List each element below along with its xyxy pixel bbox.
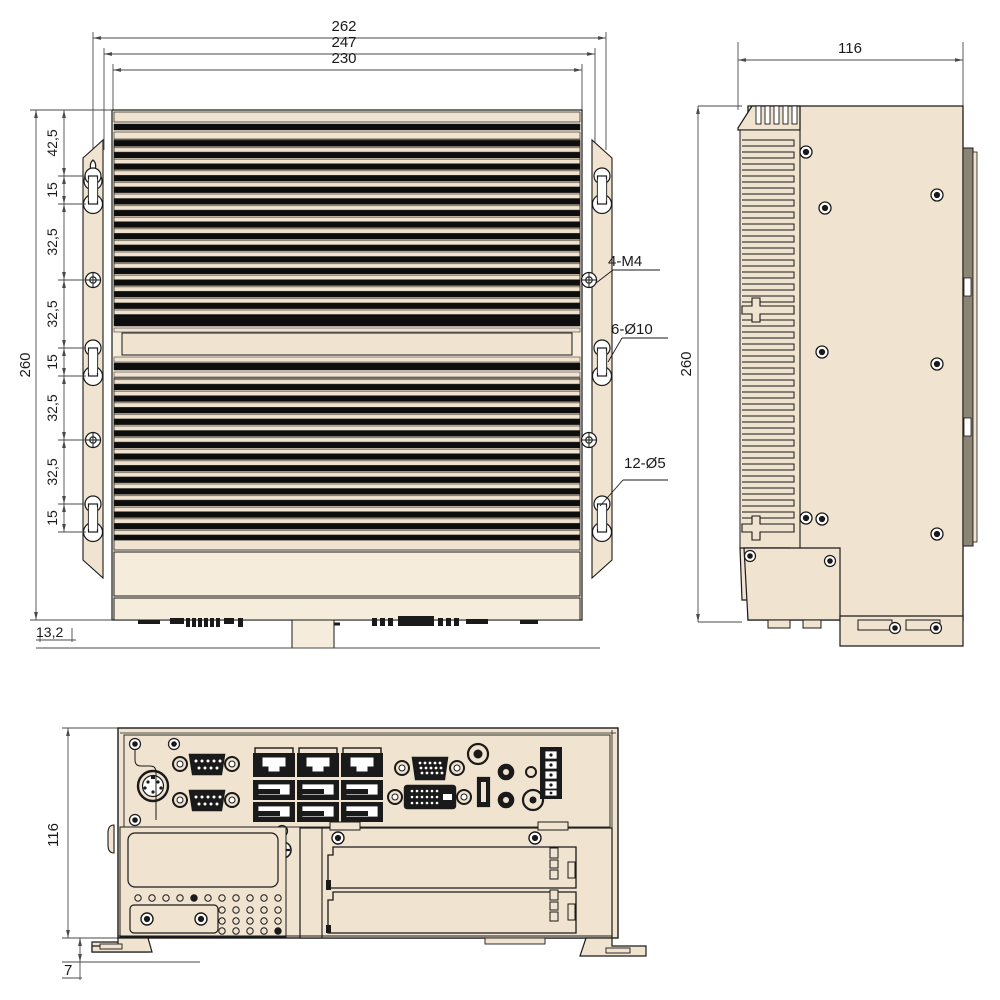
dim-label-116-front: 116 (45, 823, 62, 847)
front-vent-perforations (134, 894, 282, 935)
front-mount-strip (129, 904, 219, 934)
side-heatsink-column (739, 129, 801, 551)
side-screw-a (799, 145, 813, 159)
top-view: 262 247 230 (17, 18, 668, 649)
front-screw-ml (128, 813, 142, 827)
callout-label-4-m4: 4-M4 (608, 253, 642, 270)
dim-label-15-c: 15 (44, 510, 60, 526)
audio-jack-b (525, 766, 537, 778)
hdmi-icon (476, 776, 491, 808)
front-screw-tr (167, 737, 181, 751)
front-slot-screws (331, 831, 542, 845)
dim-label-15-a: 15 (44, 182, 60, 198)
front-bottom-center-tab (484, 937, 546, 945)
front-foot-right-pad (605, 947, 631, 954)
front-view: 116 7 (45, 727, 647, 980)
side-heatsink-fin-profiles (742, 139, 795, 519)
audio-jack-c (497, 791, 515, 809)
dim-label-32-5-a: 32,5 (44, 228, 60, 255)
dim-label-15-b: 15 (44, 354, 60, 370)
side-screw-g (815, 512, 829, 526)
side-screw-holes (799, 145, 944, 541)
side-key-fin-lower (741, 515, 795, 541)
side-screw-e (930, 357, 944, 371)
ps2-icon (136, 769, 170, 803)
callout-label-12-d5: 12-Ø5 (624, 455, 666, 472)
front-screw-tl (128, 737, 142, 751)
callout-label-6-d10: 6-Ø10 (611, 321, 653, 338)
heatsink-fins-lower (114, 378, 580, 540)
front-left-bracket-outline (134, 744, 157, 820)
top-view-bottom-connectors (138, 616, 538, 627)
dvi-icon (387, 784, 472, 810)
side-foot-screws (888, 621, 943, 635)
side-view: 116 260 (678, 40, 978, 647)
terminal-block-icon (540, 747, 562, 799)
front-slot-2 (327, 891, 577, 934)
audio-jack-icon (466, 742, 545, 812)
dim-label-13-2: 13,2 (36, 624, 63, 640)
vga-icon (394, 756, 465, 781)
side-screw-d (815, 345, 829, 359)
side-right-rail (962, 147, 978, 547)
side-view-width-dimension (737, 42, 964, 110)
dim-label-262: 262 (331, 18, 356, 35)
db9-icon (172, 753, 240, 812)
top-view-callouts (595, 269, 668, 507)
front-slot-edge-clips (326, 880, 331, 933)
front-view-foot-dimension (62, 937, 200, 980)
dim-label-260: 260 (17, 352, 34, 377)
front-cage-top-notches (329, 821, 569, 831)
side-screw-h (930, 527, 944, 541)
top-lip-bands (113, 111, 581, 140)
dim-label-32-5-c: 32,5 (44, 394, 60, 421)
side-view-height-dimension (696, 105, 742, 623)
keyhole-waist-cleanup (88, 179, 607, 529)
dim-13-2-geometry (36, 619, 600, 649)
dim-label-7: 7 (64, 962, 72, 979)
screw-cross-marks (86, 273, 596, 447)
side-bottom-module-screws (743, 549, 837, 568)
dim-label-42-5: 42,5 (44, 129, 60, 156)
dim-label-230: 230 (331, 50, 356, 67)
side-bottom-connector-stubs (767, 619, 822, 629)
front-service-panel-inner (127, 832, 279, 888)
dim-label-260-side: 260 (678, 351, 695, 376)
side-screw-b (818, 201, 832, 215)
front-slot-1 (327, 846, 577, 889)
center-vent-band (113, 317, 581, 378)
dim-label-32-5-d: 32,5 (44, 458, 60, 485)
top-view-center-boss (291, 619, 335, 649)
dim-label-116-side: 116 (838, 40, 862, 57)
side-top-comb-teeth (755, 105, 798, 125)
front-slot-side-tabs (567, 861, 576, 921)
top-lower-skirt (113, 539, 581, 621)
side-key-fin (741, 297, 795, 323)
front-slot-latches (549, 847, 559, 922)
front-left-side-tab (107, 824, 115, 854)
front-foot-left-pad (99, 943, 123, 950)
dim-label-32-5-b: 32,5 (44, 300, 60, 327)
audio-jack-top (466, 742, 490, 766)
audio-jack-d (521, 788, 545, 812)
heatsink-fins-upper (114, 140, 580, 318)
side-screw-f (799, 511, 813, 525)
front-mount-strip-holes (140, 912, 208, 926)
side-screw-c (930, 188, 944, 202)
rj45-usb-icon (253, 747, 383, 822)
dim-label-247: 247 (331, 34, 356, 51)
top-view-horizontal-dimensions (92, 32, 607, 150)
audio-jack-a (497, 763, 515, 781)
